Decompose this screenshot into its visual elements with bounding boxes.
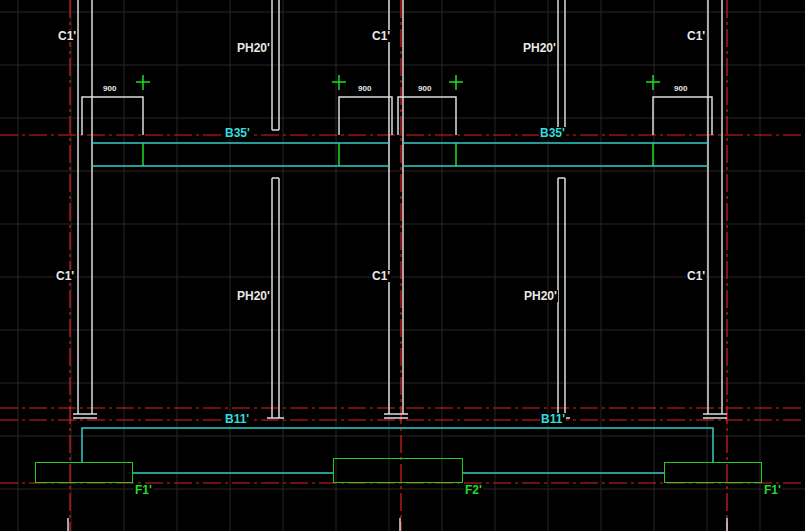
drawing-line: [278, 178, 280, 418]
drawing-line: [455, 143, 457, 166]
drawing-line: [400, 0, 401, 531]
drawing-line: [389, 0, 390, 531]
dimension-text: 900: [357, 85, 372, 93]
member-label: C1': [55, 270, 75, 282]
drawing-line: [760, 0, 761, 531]
footing-label: F2': [464, 484, 483, 496]
drawing-line: [230, 0, 231, 531]
drawing-line: [69, 0, 70, 531]
member-label: PH20': [522, 42, 557, 54]
drawing-line: [71, 0, 72, 531]
dimension-text: 900: [673, 85, 688, 93]
member-label: PH20': [523, 290, 558, 302]
drawing-line: [442, 0, 443, 531]
tie-beam-line: [133, 472, 333, 474]
drawing-line: [707, 0, 708, 531]
drawing-line: [82, 143, 713, 462]
dimension-text: 900: [417, 85, 432, 93]
footing-box: F1': [35, 462, 133, 483]
drawing-line: [388, 0, 390, 414]
drawing-line: [403, 165, 708, 167]
drawing-line: [67, 518, 69, 531]
drawing-line: [564, 178, 566, 418]
drawing-line: [267, 417, 284, 419]
drawing-line: [703, 413, 727, 415]
footing-box: F1': [664, 462, 762, 483]
drawing-line: [271, 0, 273, 130]
member-label: PH20': [236, 290, 271, 302]
drawing-line: [73, 417, 97, 419]
member-label: B35': [539, 127, 566, 139]
drawing-line: [124, 0, 125, 531]
drawing-line: [703, 417, 727, 419]
drawing-line: [384, 413, 408, 415]
drawing-line: [336, 0, 337, 531]
member-label: C1': [686, 270, 706, 282]
drawing-line: [601, 0, 602, 531]
drawing-line: [73, 413, 97, 415]
member-label: B35': [224, 127, 251, 139]
footing-label: F1': [134, 484, 153, 496]
drawing-line: [18, 0, 19, 531]
drawing-line: [564, 0, 566, 130]
drawing-line: [92, 165, 389, 167]
member-label: B11': [224, 413, 250, 425]
member-label: C1': [371, 270, 391, 282]
drawing-line: [0, 436, 805, 437]
drawing-line: [726, 0, 727, 531]
drawing-line: [495, 0, 496, 531]
drawing-line: [558, 177, 565, 179]
drawing-line: [271, 178, 273, 418]
drawing-line: [652, 143, 654, 166]
drawing-line: [77, 0, 79, 414]
tie-beam-line: [463, 472, 664, 474]
drawing-line: [0, 489, 805, 490]
drawing-line: [384, 417, 408, 419]
drawing-line: [91, 0, 93, 414]
drawing-line: [142, 143, 144, 166]
drawing-line: [557, 0, 559, 130]
drawing-line: [403, 142, 708, 144]
drawing-line: [726, 518, 728, 531]
drawing-line: [548, 0, 549, 531]
drawing-line: [399, 518, 401, 531]
member-label: PH20': [236, 42, 271, 54]
member-label: B11': [540, 413, 566, 425]
drawing-line: [278, 0, 280, 130]
drawing-line: [338, 143, 340, 166]
drawing-line: [402, 0, 404, 414]
drawing-line: [338, 75, 340, 90]
drawing-line: [283, 0, 284, 531]
drawing-line: [455, 75, 457, 90]
member-label: C1': [57, 30, 77, 42]
footing-box: F2': [333, 458, 463, 483]
drawing-line: [654, 0, 655, 531]
drawing-line: [707, 0, 709, 414]
drawing-line: [82, 428, 713, 462]
drawing-line: [0, 419, 805, 420]
drawing-line: [339, 97, 392, 135]
drawing-line: [92, 142, 389, 144]
drawing-line: [82, 97, 143, 135]
drawing-line: [721, 0, 723, 414]
member-label: C1': [686, 30, 706, 42]
drawing-line: [398, 97, 456, 135]
drawing-line: [272, 177, 279, 179]
footing-label: F1': [763, 484, 782, 496]
drawing-line: [68, 0, 727, 531]
drawing-line: [652, 75, 654, 90]
member-label: C1': [371, 30, 391, 42]
drawing-line: [136, 75, 660, 166]
drawing-line: [142, 75, 144, 90]
drawing-line: [272, 129, 279, 131]
drawing-line: [653, 97, 712, 135]
dimension-text: 900: [102, 85, 117, 93]
drawing-line: [177, 0, 178, 531]
